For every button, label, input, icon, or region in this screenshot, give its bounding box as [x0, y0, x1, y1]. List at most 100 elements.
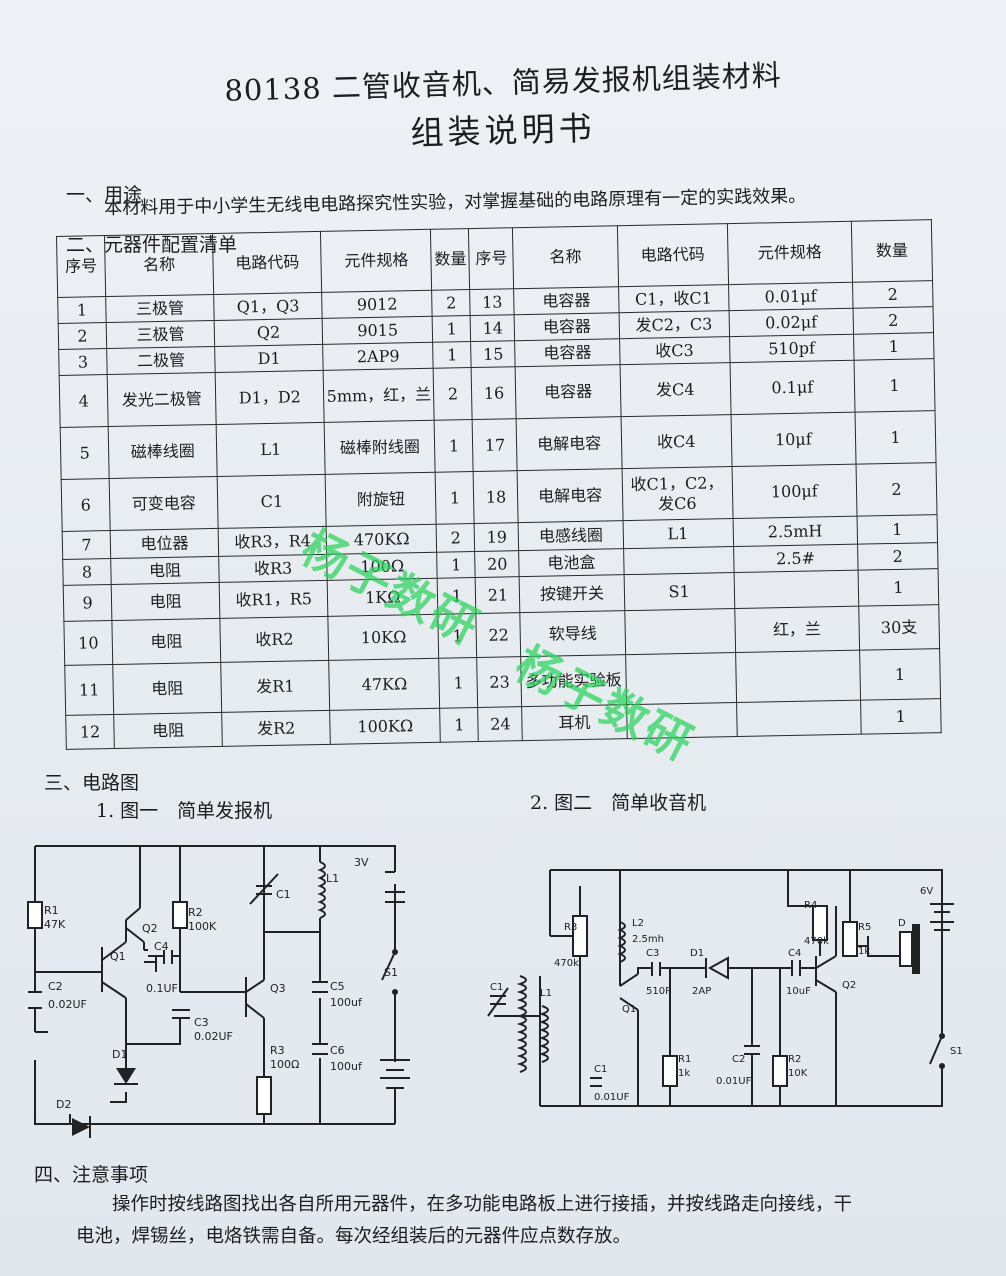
cell-spec: 100KΩ [329, 708, 441, 745]
c2-value: 0.01UF [716, 1076, 752, 1087]
q1-label: Q1 [622, 1004, 636, 1015]
earphone-label: D [898, 918, 906, 929]
c1b-label: C1 [594, 1064, 607, 1075]
cell-code [623, 546, 734, 575]
col-qty: 数量 [851, 219, 933, 283]
r1-label: R1 [44, 904, 59, 917]
cell-no: 22 [476, 612, 522, 658]
cell-code: 收R2 [220, 616, 329, 663]
r3-label: R3 [270, 1044, 285, 1057]
c1-label: C1 [490, 982, 503, 993]
c2-label: C2 [732, 1054, 745, 1065]
cell-qty: 1 [440, 707, 479, 743]
cell-name: 可变电容 [109, 476, 219, 531]
cell-spec [736, 700, 862, 737]
cell-code: C1 [217, 474, 327, 529]
cell-code: Q1，Q3 [213, 292, 323, 321]
cell-name: 电阻 [111, 582, 221, 621]
cell-no: 12 [65, 714, 115, 750]
cell-no: 20 [475, 550, 520, 578]
cell-name: 电阻 [112, 662, 222, 715]
cell-spec: 5mm，红，兰 [323, 368, 435, 423]
c4-value: 10uF [786, 986, 811, 997]
battery-label: 6V [920, 886, 933, 897]
cell-spec: 附旋钮 [325, 472, 437, 527]
col-code: 电路代码 [616, 223, 729, 287]
cell-name: 电位器 [110, 528, 219, 559]
battery-label: 3V [354, 856, 369, 869]
col-name: 名称 [512, 225, 619, 289]
r2-value: 10K [788, 1068, 808, 1079]
cell-qty: 1 [856, 514, 938, 545]
cell-name: 电阻 [110, 556, 220, 585]
c4-label: C4 [154, 940, 169, 953]
l1-label: L1 [540, 988, 552, 999]
cell-name: 三极管 [105, 294, 215, 323]
cell-no: 7 [62, 530, 111, 560]
cell-spec: 100μf [731, 464, 857, 519]
cell-name: 三极管 [106, 320, 215, 349]
section-4-heading: 四、注意事项 [34, 1164, 149, 1186]
transmitter-circuit-diagram: R1 47K Q2 Q1 C4 0.1UF C2 0.02UF R2 100K … [27, 845, 410, 1138]
cell-spec: 510pf [729, 334, 854, 363]
cell-name: 磁棒线圈 [108, 424, 218, 479]
cell-no: 15 [471, 340, 516, 368]
section-4-text-line2: 电池，焊锡丝，电烙铁需自备。每次经组装后的元器件应点数存放。 [76, 1226, 632, 1247]
cell-spec: 0.01μf [728, 282, 853, 311]
cell-name: 电解电容 [517, 468, 623, 523]
cell-name: 电容器 [514, 286, 619, 315]
cell-qty: 1 [435, 471, 475, 525]
r1-value: 47K [44, 918, 66, 931]
cell-spec [733, 570, 859, 609]
col-no: 序号 [56, 235, 106, 298]
s1-label: S1 [950, 1046, 963, 1057]
cell-code: 发R1 [220, 660, 330, 713]
cell-qty: 1 [439, 657, 479, 709]
figure-1-caption: 1. 图一 简单发报机 [96, 800, 273, 822]
c2-value: 0.02UF [48, 998, 87, 1011]
cell-spec: 10μf [730, 412, 856, 467]
c1b-value: 0.01UF [594, 1092, 630, 1103]
r2-value: 100K [188, 920, 217, 933]
section-1-heading: 一、用途 [66, 184, 143, 206]
cell-name: 电容器 [514, 312, 620, 341]
cell-spec: 2AP9 [322, 342, 434, 371]
r1-label: R1 [678, 1054, 691, 1065]
cell-no: 14 [470, 314, 516, 342]
r4-label: R4 [804, 900, 817, 911]
cell-no: 1 [57, 296, 107, 324]
cell-spec: 0.02μf [728, 308, 854, 337]
cell-code: 发C2，C3 [618, 310, 730, 339]
col-no: 序号 [468, 227, 515, 290]
cell-qty: 2 [433, 367, 473, 421]
d1-label: D1 [112, 1048, 127, 1061]
cell-no: 2 [58, 322, 107, 350]
col-spec: 元件规格 [320, 229, 433, 293]
cell-no: 17 [472, 418, 518, 472]
section-4-text-line1: 操作时按线路图找出各自所用元器件，在多功能电路板上进行接插，并按线路走向接线，干 [112, 1194, 853, 1215]
cell-spec: 2.5mH [732, 516, 858, 547]
d1-label: D1 [690, 948, 704, 959]
c3-value: 510P [646, 986, 671, 997]
cell-code: 收C1，C2，发C6 [621, 466, 733, 521]
cell-spec: 9012 [321, 290, 433, 319]
r5-value: 1k [858, 946, 870, 957]
cell-code: 发R2 [221, 710, 331, 747]
cell-qty: 1 [853, 332, 935, 361]
cell-no: 6 [61, 478, 111, 532]
c5-value: 100uf [330, 996, 363, 1009]
cell-name: 电容器 [515, 364, 621, 419]
cell-code: L1 [622, 518, 734, 549]
c4-label: C4 [788, 948, 801, 959]
col-name: 名称 [104, 233, 214, 297]
cell-qty: 1 [857, 568, 939, 607]
cell-spec: 红，兰 [734, 606, 860, 653]
cell-name: 按键开关 [519, 574, 625, 613]
cell-code: Q2 [214, 318, 323, 347]
receiver-circuit-diagram: R3 470k L2 2.5mh C1 L1 C3 510P D1 2AP C4… [487, 869, 963, 1107]
cell-name: 二极管 [106, 346, 216, 375]
cell-no: 19 [474, 522, 520, 552]
cell-no: 3 [58, 348, 108, 376]
cell-code: D1 [214, 344, 324, 373]
r2-label: R2 [788, 1054, 801, 1065]
